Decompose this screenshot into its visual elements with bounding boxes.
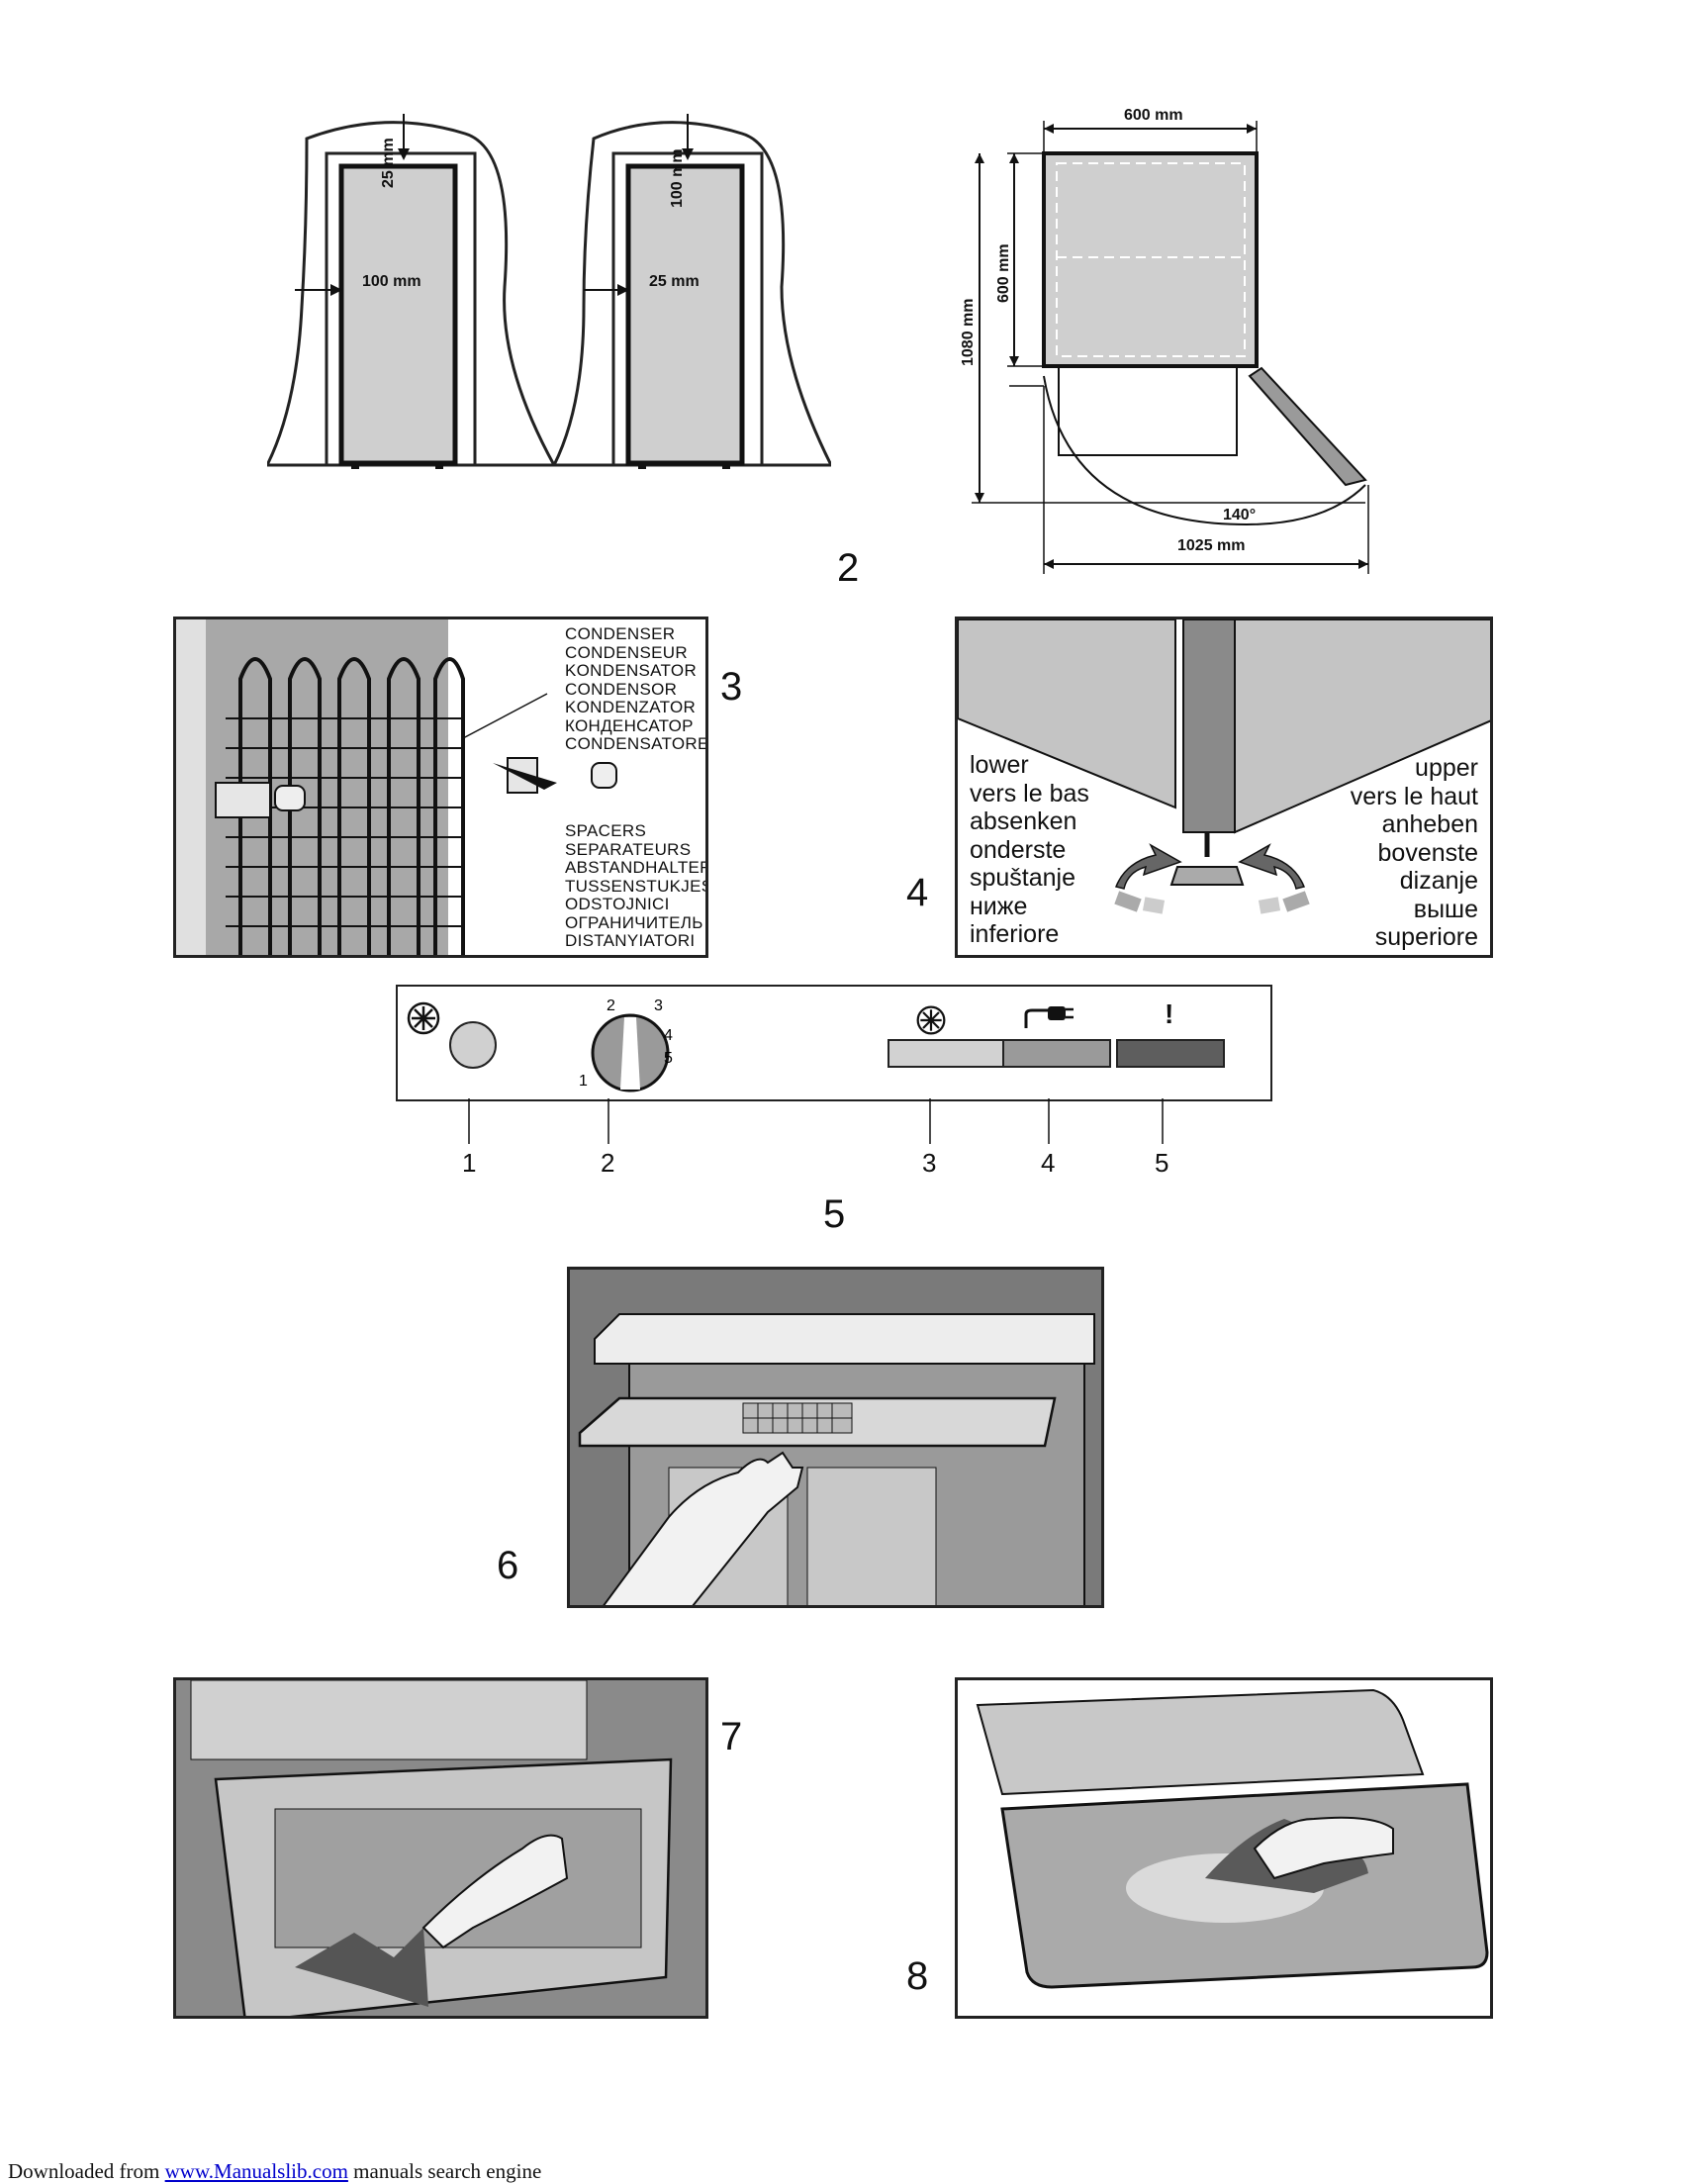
figure-5-control-panel: 1 2 3 4 5 ! [396,985,1272,1101]
power-plug-icon [1024,1006,1074,1028]
lower-label: vers le bas [970,779,1089,807]
lower-label: ниже [970,892,1028,920]
condenser-label: CONDENSATORE [565,734,708,753]
figure-7-panel [173,1677,708,2019]
figure-number-5: 5 [823,1192,846,1236]
condenser-label-list: CONDENSER CONDENSEUR KONDENSATOR CONDENS… [565,624,708,754]
upper-label: upper [1415,754,1478,782]
spacer-label: TUSSENSTUKJES [565,876,708,896]
spacer-label: ABSTANDHALTER [565,858,708,877]
figure-number-2: 2 [837,546,860,590]
condenser-label: KONDENSATOR [565,661,698,680]
lower-label: spuštanje [970,864,1076,892]
indicator-light-5 [1116,1039,1225,1068]
callout-number: 1 [462,1148,477,1178]
thermostat-dial[interactable]: 1 2 3 4 5 [551,989,709,1097]
condenser-label: KONDENZATOR [565,698,697,716]
lower-label: inferiore [970,920,1060,948]
spacer-label: DISTANYIATORI [565,931,696,950]
fast-freeze-button[interactable] [449,1021,497,1069]
footer-prefix: Downloaded from [8,2159,160,2183]
spacer-label: ODSTOJNICI [565,895,670,913]
callout-number: 4 [1041,1148,1056,1178]
dial-number: 4 [664,1027,673,1044]
fig2-depth-label: 600 mm [995,243,1012,303]
dial-number: 1 [579,1073,588,1090]
figure-number-3: 3 [720,665,743,709]
callout-lines [468,1098,1164,1144]
figure-3-panel: CONDENSER CONDENSEUR KONDENSATOR CONDENS… [173,617,708,958]
condenser-illustration [176,619,617,955]
callout-number: 3 [922,1148,937,1178]
lower-label-list: lower vers le bas absenken onderste spuš… [970,751,1089,949]
spacer-label: SPACERS [565,821,647,840]
footer-suffix: manuals search engine [353,2159,542,2183]
dial-number: 2 [607,997,615,1014]
figure-number-8: 8 [906,1954,929,1998]
fig1-right-top-gap: 100 mm [669,148,686,208]
lower-label: lower [970,751,1029,779]
fig2-total-width-label: 1025 mm [1177,537,1246,554]
condenser-label: CONDENSEUR [565,642,688,662]
upper-label: anheben [1381,810,1478,838]
fig1-right-side-gap: 25 mm [649,273,700,290]
page-footer: Downloaded from www.Manualslib.com manua… [8,2159,541,2184]
dial-number: 5 [664,1050,673,1067]
lower-label: absenken [970,807,1077,835]
alarm-symbol: ! [1165,998,1174,1029]
fig2-angle-label: 140° [1223,507,1257,523]
indicator-light-4 [1002,1039,1111,1068]
upper-label: выше [1413,895,1478,923]
freeze-indicator-icon [916,1005,946,1035]
lower-label: onderste [970,835,1067,864]
fig2-total-depth-label: 1080 mm [960,298,977,367]
fig1-left-top-gap: 25 mm [380,138,397,188]
spacer-label: SEPARATEURS [565,839,692,859]
condenser-label: CONDENSER [565,624,676,643]
dial-number: 3 [654,997,663,1014]
upper-label: bovenste [1377,838,1478,867]
fig2-width-label: 600 mm [1124,107,1183,124]
upper-label-list: upper vers le haut anheben bovenste diza… [1351,754,1478,952]
manualslib-link[interactable]: www.Manualslib.com [164,2159,348,2183]
cleaning-illustration [958,1680,1490,2016]
figure-1-clearance-drawing [267,114,831,469]
fig1-left-side-gap: 100 mm [362,273,421,290]
figure-8-panel [955,1677,1493,2019]
figure-2-top-view [972,121,1369,574]
spacer-label-list: SPACERS SEPARATEURS ABSTANDHALTER TUSSEN… [565,821,708,951]
condenser-label: КОНДЕНСАТОР [565,715,694,735]
figure-number-6: 6 [497,1544,519,1587]
upper-label: dizanje [1399,867,1478,895]
figure-4-panel: lower vers le bas absenken onderste spuš… [955,617,1493,958]
callout-number: 2 [601,1148,615,1178]
callout-number: 5 [1155,1148,1169,1178]
figure-6-panel [567,1267,1104,1608]
leveling-foot-illustration [958,619,1490,914]
figure-number-7: 7 [720,1715,743,1758]
freeze-icon [407,1001,440,1035]
drawer-removal-illustration [176,1680,705,2016]
condenser-label: CONDENSOR [565,679,678,699]
upper-label: superiore [1374,923,1478,951]
upper-label: vers le haut [1350,782,1478,810]
spacer-label: ОГРАНИЧИТЕЛЬ [565,912,703,932]
ice-tray-illustration [570,1270,1101,1605]
figure-number-4: 4 [906,871,929,914]
